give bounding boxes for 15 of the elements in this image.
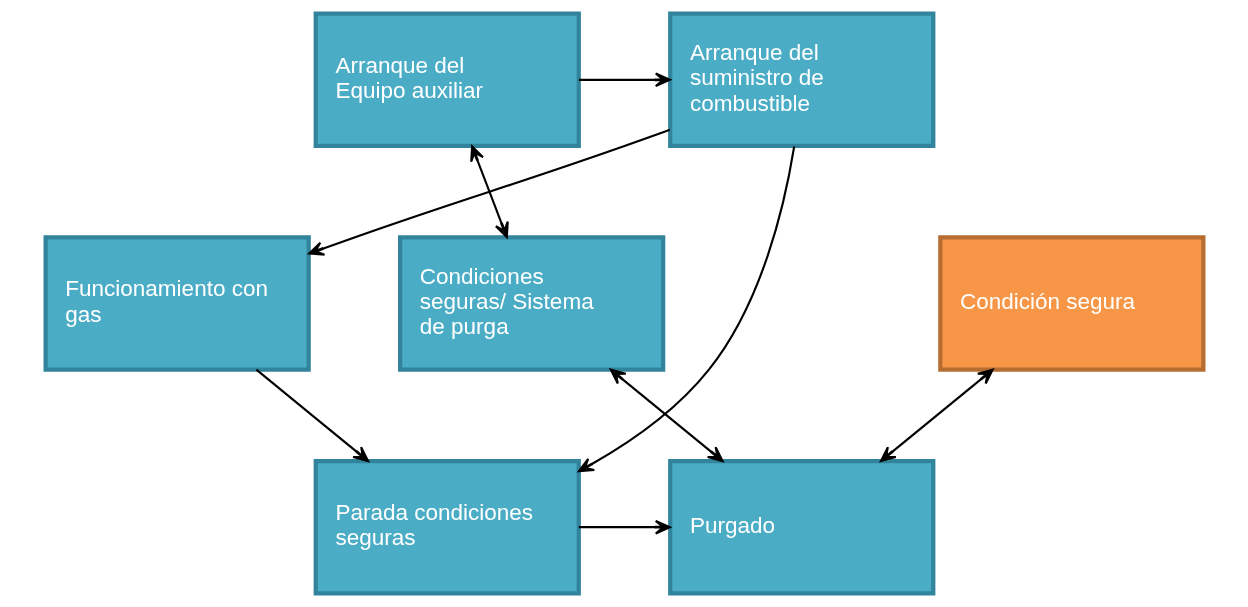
arrow xyxy=(578,519,671,535)
node-box: Funcionamiento con gas xyxy=(43,235,311,372)
node-box: Purgado xyxy=(667,458,935,596)
arrow xyxy=(609,368,724,463)
node-box: Arranque del suministro de combustible xyxy=(667,11,935,149)
arrow xyxy=(578,72,671,88)
arrow xyxy=(879,368,994,463)
node-box: Arranque del Equipo auxiliar xyxy=(313,11,581,149)
node-box: Condición segura xyxy=(937,235,1205,372)
arrow xyxy=(469,145,509,239)
arrow xyxy=(307,128,670,256)
node-box: Condiciones seguras/ Sistema de purga xyxy=(397,235,665,372)
arrow xyxy=(577,146,795,473)
arrow xyxy=(255,368,369,463)
node-box: Parada condiciones seguras xyxy=(313,458,581,596)
